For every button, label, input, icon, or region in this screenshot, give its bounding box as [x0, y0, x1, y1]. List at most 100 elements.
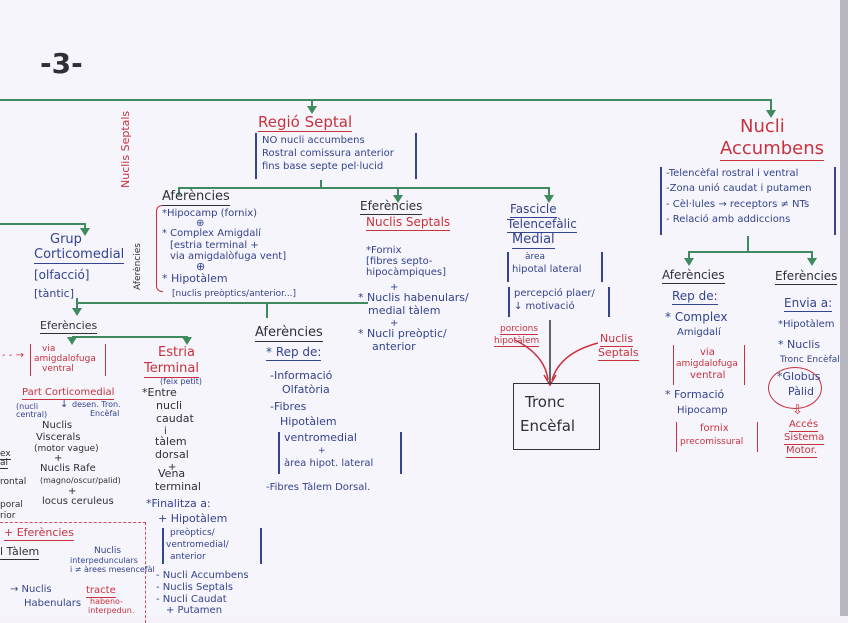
connector — [770, 99, 772, 111]
accumbens-title: Accumbens — [720, 138, 825, 161]
finalitza-bracket-note: preòptics/ — [170, 528, 215, 538]
grup-aferencia-item: -Fibres — [270, 400, 307, 413]
cut-off-text: rior — [0, 511, 16, 521]
septal-eferencies-title: Eferències — [360, 199, 423, 215]
tronc-encefal-box — [513, 383, 600, 450]
grup-aferencies-subtitle: * Rep de: — [266, 345, 322, 361]
connector — [178, 187, 180, 195]
accumbens-eferencia-item: * Nuclis — [778, 338, 821, 351]
plus-icon: ⊕ — [196, 260, 206, 273]
septal-eferencia-item: hipocàmpiques] — [366, 267, 447, 278]
nuclis-interpedunculars: Nuclis — [94, 546, 122, 556]
tracte-label: tracte — [86, 585, 116, 598]
nuclis-habenulars: Habenulars — [24, 598, 82, 609]
septal-aferencia-item: *Hipocamp (fornix) — [162, 208, 258, 219]
finalitza-item: - Nucli Accumbens — [156, 570, 249, 581]
connector — [84, 223, 86, 229]
septal-eferencia-item: * Nucli preòptic/ — [358, 327, 447, 340]
plus-icon: + — [318, 446, 326, 456]
fornix-bracket — [676, 422, 758, 452]
notebook-page — [0, 0, 840, 616]
plus-icon: + — [168, 462, 177, 473]
fascicle-bracket — [507, 252, 603, 282]
dashed-arrow-icon: - - → — [2, 350, 24, 361]
grup-eferencies-title: Eferències — [40, 319, 98, 334]
down-arrow-icon: ↓ — [60, 399, 69, 410]
part-note: Encèfal — [90, 409, 120, 418]
finalitza-bracket-note: ventromedial/ — [166, 540, 229, 550]
aferencies-side-label: Aferències — [133, 243, 143, 290]
finalitza-item: + Hipotàlem — [158, 512, 228, 525]
arrow-icon — [307, 106, 317, 114]
septal-aferencies-title: Aferències — [162, 189, 230, 206]
arrow-icon — [80, 228, 90, 236]
globus-palid-label: Pàlid — [788, 385, 814, 398]
via-amigdalofuga-bracket — [30, 344, 106, 376]
regio-septal-note: fins base septe pel·lucid — [262, 161, 384, 172]
eferencies-connector — [72, 336, 188, 338]
finalitza-bracket — [162, 528, 262, 564]
tronc-encefal-label: Tronc — [525, 393, 565, 411]
dashed-region — [0, 522, 146, 623]
down-arrow-icon: ⇩ — [792, 403, 803, 418]
finalitza-item: - Nuclis Septals — [156, 582, 233, 593]
estria-title: Terminal — [144, 361, 199, 378]
page-edge — [840, 0, 848, 616]
nuclis-septals-label: Septals — [598, 346, 639, 361]
accumbens-aferencia-item: Amigdalí — [677, 327, 721, 338]
plus-icon: + — [390, 282, 399, 293]
estria-item: terminal — [155, 480, 201, 493]
nuclis-habenulars: → Nuclis — [10, 584, 52, 595]
septal-eferencies-subtitle: Nuclis Septals — [366, 215, 451, 231]
page-number: -3- — [40, 47, 83, 80]
regio-septal-notes-bracket — [255, 133, 417, 179]
accumbens-eferencia-item: *Hipotàlem — [778, 319, 835, 330]
part-note: desen. Tron. — [72, 400, 121, 409]
part-note: central) — [16, 410, 48, 419]
part-item: Viscerals — [36, 432, 81, 443]
connector — [548, 187, 550, 197]
part-item: Nuclis Rafe — [40, 463, 96, 474]
regio-septal-title: Regió Septal — [258, 113, 353, 133]
talem-label: l Tàlem — [0, 545, 40, 560]
accumbens-eferencies-subtitle: Envia a: — [784, 296, 833, 312]
arrow-icon — [67, 337, 77, 345]
grup-aferencies-bracket — [278, 432, 402, 474]
cut-off-text: ex — [0, 449, 11, 461]
accumbens-bracket-note: via — [700, 347, 715, 358]
grup-bracket-note: àrea hipot. lateral — [284, 458, 374, 469]
estria-item: caudat — [156, 412, 194, 425]
tracte-label: habeno- — [90, 597, 123, 606]
accumbens-bracket-note: fornix — [700, 423, 729, 434]
accumbens-note: -Telencèfal rostral i ventral — [666, 168, 799, 179]
accumbens-eferencies-title: Eferències — [775, 269, 838, 285]
cut-off-text: al — [0, 458, 9, 470]
part-note: (nucli — [16, 402, 39, 411]
accumbens-title: Nucli — [740, 116, 785, 137]
acces-sistema-motor: Accés — [789, 419, 819, 432]
accumbens-eferencia-item: Tronc Encèfal — [780, 355, 840, 365]
grup-aferencia-item: -Informació — [270, 369, 333, 382]
globus-palid-circle — [768, 367, 822, 409]
fascicle-title: Telencefàlic — [507, 217, 577, 233]
arrow-icon — [182, 337, 192, 345]
arrow-icon — [72, 308, 82, 316]
accumbens-aferencia-item: * Complex — [665, 310, 728, 324]
nuclis-septals-label: Nuclis — [600, 332, 634, 347]
septal-eferencia-item: medial tàlem — [368, 304, 441, 317]
estria-title: Estria — [158, 345, 196, 360]
accumbens-aferencies-subtitle: Rep de: — [672, 289, 718, 305]
arrow-icon — [393, 195, 403, 203]
tronc-encefal-label: Encèfal — [520, 417, 576, 435]
finalitza-title: *Finalitza a: — [146, 497, 211, 510]
estria-note: (feix petit) — [160, 377, 202, 386]
estria-item: *Entre — [142, 386, 177, 399]
septal-aferencia-item: [nuclis preòptics/anterior...] — [172, 289, 297, 299]
grup-right-connector — [78, 302, 368, 304]
finalitza-bracket-note: anterior — [170, 552, 206, 562]
septal-eferencia-item: *Fornix — [366, 245, 402, 256]
cut-off-text: rontal — [0, 477, 27, 487]
acces-sistema-motor: Sistema — [784, 432, 825, 445]
accumbens-bracket-note: ventral — [690, 370, 726, 381]
porcions-label: porcions — [500, 324, 539, 336]
